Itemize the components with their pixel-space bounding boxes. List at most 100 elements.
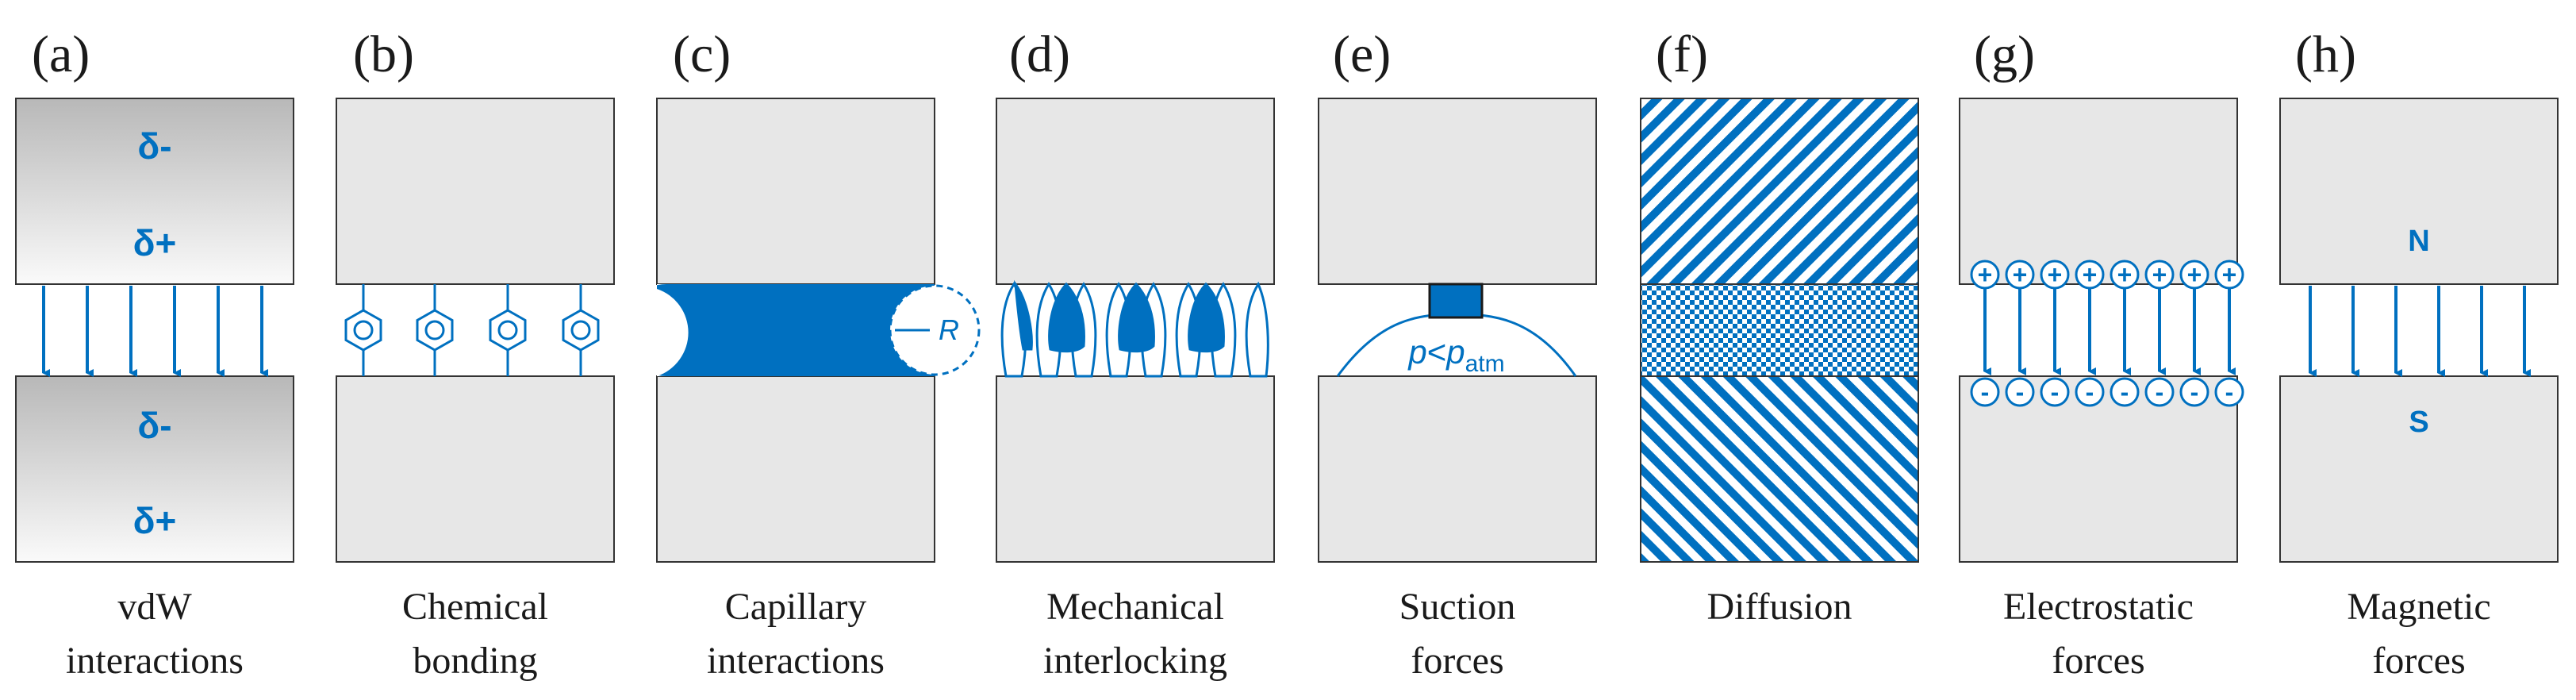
panel-h-bottom-block	[2279, 375, 2559, 563]
benzene-ring	[489, 284, 527, 376]
panel-c-caption-line2: interactions	[707, 640, 885, 682]
panel-a-top-block	[15, 98, 294, 285]
panel-b-top-block	[336, 98, 615, 285]
panel-e: (e) p<patm Suction forces	[1318, 25, 1597, 682]
panel-c-bottom-block	[656, 375, 935, 563]
panel-a-symbol-top-upper: δ-	[137, 125, 171, 167]
negative-charge	[2075, 377, 2105, 407]
negative-charge-sign: -	[2016, 378, 2025, 406]
panel-f-bottom-block	[1640, 375, 1919, 563]
panel-c-liquid-left-edge	[620, 284, 666, 376]
panel-h-top-block	[2279, 98, 2559, 285]
panel-c-radius-label: R	[939, 313, 959, 346]
benzene-ring	[344, 284, 382, 376]
panel-d-interlock-teeth	[1000, 279, 1269, 378]
panel-f-top-block	[1640, 98, 1919, 285]
panel-e-top-block	[1318, 98, 1597, 285]
panel-g-top-block	[1959, 98, 2238, 285]
positive-charge-sign: +	[2083, 260, 2098, 289]
panel-a-symbol-bottom-upper: δ-	[137, 405, 171, 446]
panel-e-caption-line1: Suction	[1399, 586, 1516, 628]
positive-charge	[2040, 260, 2070, 290]
panel-h-caption-line2: forces	[2372, 640, 2465, 682]
negative-charge	[2144, 377, 2175, 407]
panel-b-bottom-block	[336, 375, 615, 563]
panel-a-letter: (a)	[32, 25, 90, 83]
panel-f-caption-line1: Diffusion	[1706, 586, 1852, 628]
positive-charge	[1970, 260, 2000, 290]
panel-a: (a) δ- δ+ δ- δ+ vdW interactions	[15, 25, 294, 682]
panel-a-bottom-block	[15, 375, 294, 563]
negative-charge-sign: -	[2190, 378, 2199, 406]
negative-charge	[2040, 377, 2070, 407]
panel-c-letter: (c)	[673, 25, 731, 83]
panel-c-liquid-bridge	[657, 284, 935, 376]
positive-charge-sign: +	[2117, 260, 2133, 289]
panel-d-letter: (d)	[1009, 25, 1070, 83]
panel-d-caption-line2: interlocking	[1043, 640, 1227, 682]
positive-charge-sign: +	[2152, 260, 2167, 289]
negative-charge-sign: -	[1981, 378, 1990, 406]
panel-g-letter: (g)	[1974, 25, 2035, 83]
panel-f-letter: (f)	[1656, 25, 1708, 83]
benzene-ring	[416, 284, 454, 376]
panel-g: (g) +-+-+-+-+-+-+-+- Electrostatic force…	[1959, 25, 2244, 682]
panel-d-bottom-block	[996, 375, 1275, 563]
panel-a-caption-line1: vdW	[117, 586, 192, 628]
panel-e-cup-stem	[1428, 283, 1484, 319]
positive-charge	[2110, 260, 2140, 290]
panel-g-caption-line1: Electrostatic	[2003, 586, 2194, 628]
panel-b-caption-line1: Chemical	[402, 586, 548, 628]
panel-b-bonds	[344, 284, 600, 376]
panel-g-charges: +-+-+-+-+-+-+-+-	[1970, 260, 2244, 407]
panel-c-caption-line1: Capillary	[725, 586, 867, 628]
panel-e-bottom-block	[1318, 375, 1597, 563]
positive-charge	[2144, 260, 2175, 290]
panel-b: (b) Chemical bonding	[336, 25, 615, 682]
negative-charge	[1970, 377, 2000, 407]
negative-charge-sign: -	[2225, 378, 2234, 406]
panel-f: (f) Diffusion	[1640, 25, 1919, 628]
negative-charge	[2005, 377, 2035, 407]
panel-h-field-arrows	[2309, 286, 2531, 377]
panel-e-caption-line2: forces	[1411, 640, 1503, 682]
panel-c-meniscus-circle	[889, 284, 981, 376]
panel-h: (h) N S Magnetic forces	[2279, 25, 2559, 682]
positive-charge	[2075, 260, 2105, 290]
panel-g-bottom-block	[1959, 375, 2238, 563]
positive-charge	[2005, 260, 2035, 290]
panel-b-caption-line2: bonding	[413, 640, 537, 682]
panel-a-symbol-bottom-lower: δ+	[133, 500, 177, 541]
negative-charge-sign: -	[2156, 378, 2164, 406]
panel-h-south-label: S	[2409, 406, 2428, 439]
negative-charge-sign: -	[2121, 378, 2129, 406]
panel-a-symbol-top-lower: δ+	[133, 222, 177, 263]
panel-g-caption-line2: forces	[2052, 640, 2144, 682]
negative-charge	[2179, 377, 2209, 407]
positive-charge-sign: +	[2013, 260, 2028, 289]
positive-charge	[2179, 260, 2209, 290]
positive-charge-sign: +	[2187, 260, 2202, 289]
positive-charge-sign: +	[2222, 260, 2237, 289]
negative-charge	[2110, 377, 2140, 407]
panel-c-top-block	[656, 98, 935, 285]
panel-d-top-block	[996, 98, 1275, 285]
panel-c: (c) R Capillary interactions	[620, 25, 981, 682]
panel-e-pressure-label: p<patm	[1407, 333, 1504, 377]
negative-charge-sign: -	[2086, 378, 2094, 406]
panel-f-interdiffusion-zone	[1640, 283, 1919, 377]
panel-d: (d) Mechanical interlocking	[996, 25, 1275, 682]
panel-h-caption-line1: Magnetic	[2347, 586, 2490, 628]
panel-e-letter: (e)	[1333, 25, 1391, 83]
panel-h-letter: (h)	[2295, 25, 2356, 83]
positive-charge-sign: +	[1978, 260, 1993, 289]
panel-h-north-label: N	[2408, 225, 2429, 258]
panel-b-letter: (b)	[353, 25, 414, 83]
negative-charge-sign: -	[2051, 378, 2060, 406]
panel-d-caption-line1: Mechanical	[1046, 586, 1224, 628]
panel-a-caption-line2: interactions	[66, 640, 244, 682]
benzene-ring	[562, 284, 600, 376]
panel-a-force-arrows	[42, 286, 268, 377]
negative-charge	[2214, 377, 2244, 407]
